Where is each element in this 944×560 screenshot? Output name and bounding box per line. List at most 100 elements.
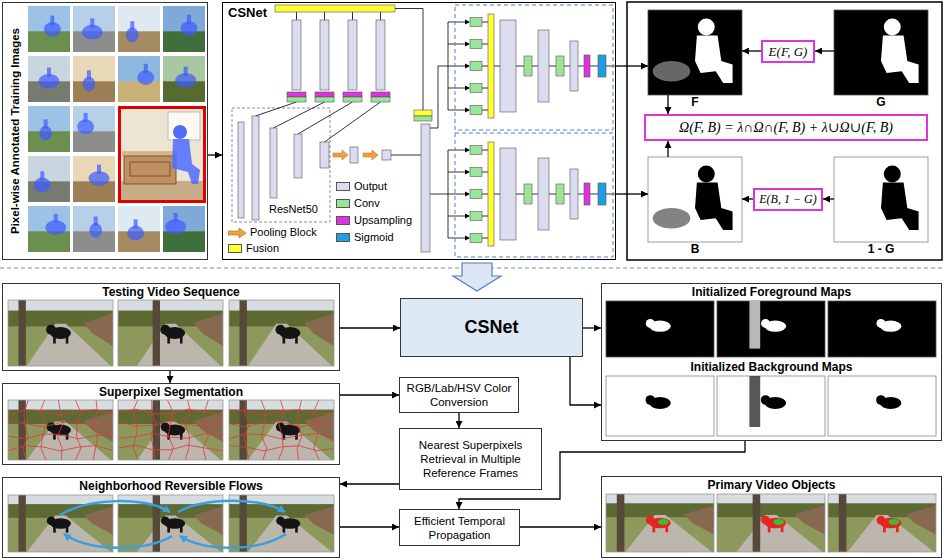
frame-grass — [606, 494, 714, 552]
frame-grass — [717, 494, 825, 552]
connector-arrow — [742, 198, 753, 199]
legend-text: Fusion — [246, 242, 279, 255]
frame-tree — [19, 400, 26, 460]
dog-leg — [295, 430, 298, 440]
connector-arrow — [667, 141, 668, 157]
superpixel-boundary — [40, 400, 46, 460]
false-response — [653, 208, 691, 228]
conv-block — [414, 116, 432, 121]
network-box: CSNet — [400, 298, 583, 357]
annotated-object — [94, 217, 98, 226]
photo-sky — [163, 6, 205, 52]
bench-top — [122, 151, 178, 156]
superpixel-boundary — [297, 400, 302, 460]
tree-response — [749, 301, 760, 349]
pooling-arrow — [363, 150, 378, 160]
legend-swatch — [336, 182, 350, 191]
photo-sky — [28, 106, 70, 152]
annotated-object — [174, 213, 178, 222]
branch-arrowhead — [465, 86, 470, 91]
superpixel-boundary — [279, 400, 285, 460]
frame-fence — [84, 506, 113, 535]
formula-text: E(F, G) — [769, 44, 808, 59]
child-head — [698, 19, 715, 36]
dog-response — [876, 319, 885, 328]
dog-leg — [295, 333, 298, 344]
frame-border — [8, 400, 113, 460]
map-frame — [717, 376, 825, 436]
annotated-object — [187, 15, 191, 24]
frame-tree — [19, 495, 26, 552]
head-link — [430, 66, 448, 128]
frame-grass — [229, 400, 334, 460]
branch-arrowhead — [465, 214, 470, 219]
conv-block — [470, 62, 482, 71]
conv-block — [470, 190, 482, 199]
dog-leg — [180, 333, 183, 344]
connector-arrow — [520, 526, 601, 527]
frame-border — [717, 494, 825, 552]
dog-leg — [167, 524, 170, 533]
legend-text: Pooling Block — [250, 226, 317, 239]
encoder-block — [238, 122, 244, 218]
head-link — [430, 194, 448, 195]
ground-truth-map — [834, 10, 928, 95]
legend-swatch — [336, 216, 350, 225]
map-image: B — [648, 157, 742, 242]
reversible-flow — [180, 534, 286, 548]
video-frame — [229, 400, 334, 460]
frame-border — [828, 494, 936, 552]
legend-item: Fusion — [228, 242, 279, 255]
superpixel-boundary — [185, 400, 190, 460]
connector-arrow — [742, 50, 761, 51]
map-label: G — [876, 95, 885, 109]
segment-patch — [658, 519, 669, 525]
connector-arrow — [667, 95, 668, 114]
connector-arrow — [340, 526, 399, 527]
node-text: Pixel-wise Annotated Training Images — [9, 28, 22, 234]
video-frame — [8, 400, 113, 460]
head-output — [538, 158, 549, 230]
branch-arrowhead — [465, 20, 470, 25]
frame-grass — [118, 300, 223, 366]
map-frame — [606, 301, 714, 357]
map-frame — [717, 301, 825, 357]
frame-panel: Superpixel Segmentation — [2, 383, 340, 465]
superpixel-boundary — [133, 400, 139, 460]
head-output — [500, 148, 516, 240]
conv-block — [556, 184, 564, 204]
inverse-ground-truth-map — [834, 157, 928, 242]
frame-fence — [194, 412, 223, 442]
map-label: B — [691, 242, 700, 256]
branch-line — [448, 88, 467, 89]
photo-ground — [163, 231, 205, 252]
annotated-object — [50, 16, 54, 25]
decoder-output — [348, 20, 357, 90]
legend-text: Upsampling — [354, 214, 412, 227]
photo-ground — [28, 231, 70, 252]
superpixel-boundary — [75, 400, 81, 460]
annotated-object — [134, 219, 138, 228]
dog-leg — [781, 523, 784, 532]
annotated-object — [47, 68, 51, 77]
tree-response — [749, 376, 760, 427]
conv-block — [470, 40, 482, 49]
frame-fence — [305, 506, 334, 535]
encoder-block — [382, 150, 391, 160]
dog-response — [646, 319, 655, 328]
frame-tree — [19, 300, 26, 366]
conv-block — [371, 97, 390, 102]
node-text: Initialized Background Maps — [687, 360, 855, 374]
map-image: G — [834, 10, 928, 95]
node-text: Neighborhood Reversible Flows — [76, 479, 265, 493]
annotated-object — [90, 18, 94, 27]
connector-arrow — [169, 371, 170, 383]
fusion-bar — [275, 5, 395, 12]
upsampling-block — [584, 183, 590, 205]
superpixel-boundary — [229, 446, 334, 451]
network-diagram — [232, 5, 616, 257]
reversible-flow — [60, 501, 170, 515]
node-text: CSNet — [464, 317, 518, 338]
frame-grass — [8, 400, 113, 460]
bench — [124, 156, 176, 184]
